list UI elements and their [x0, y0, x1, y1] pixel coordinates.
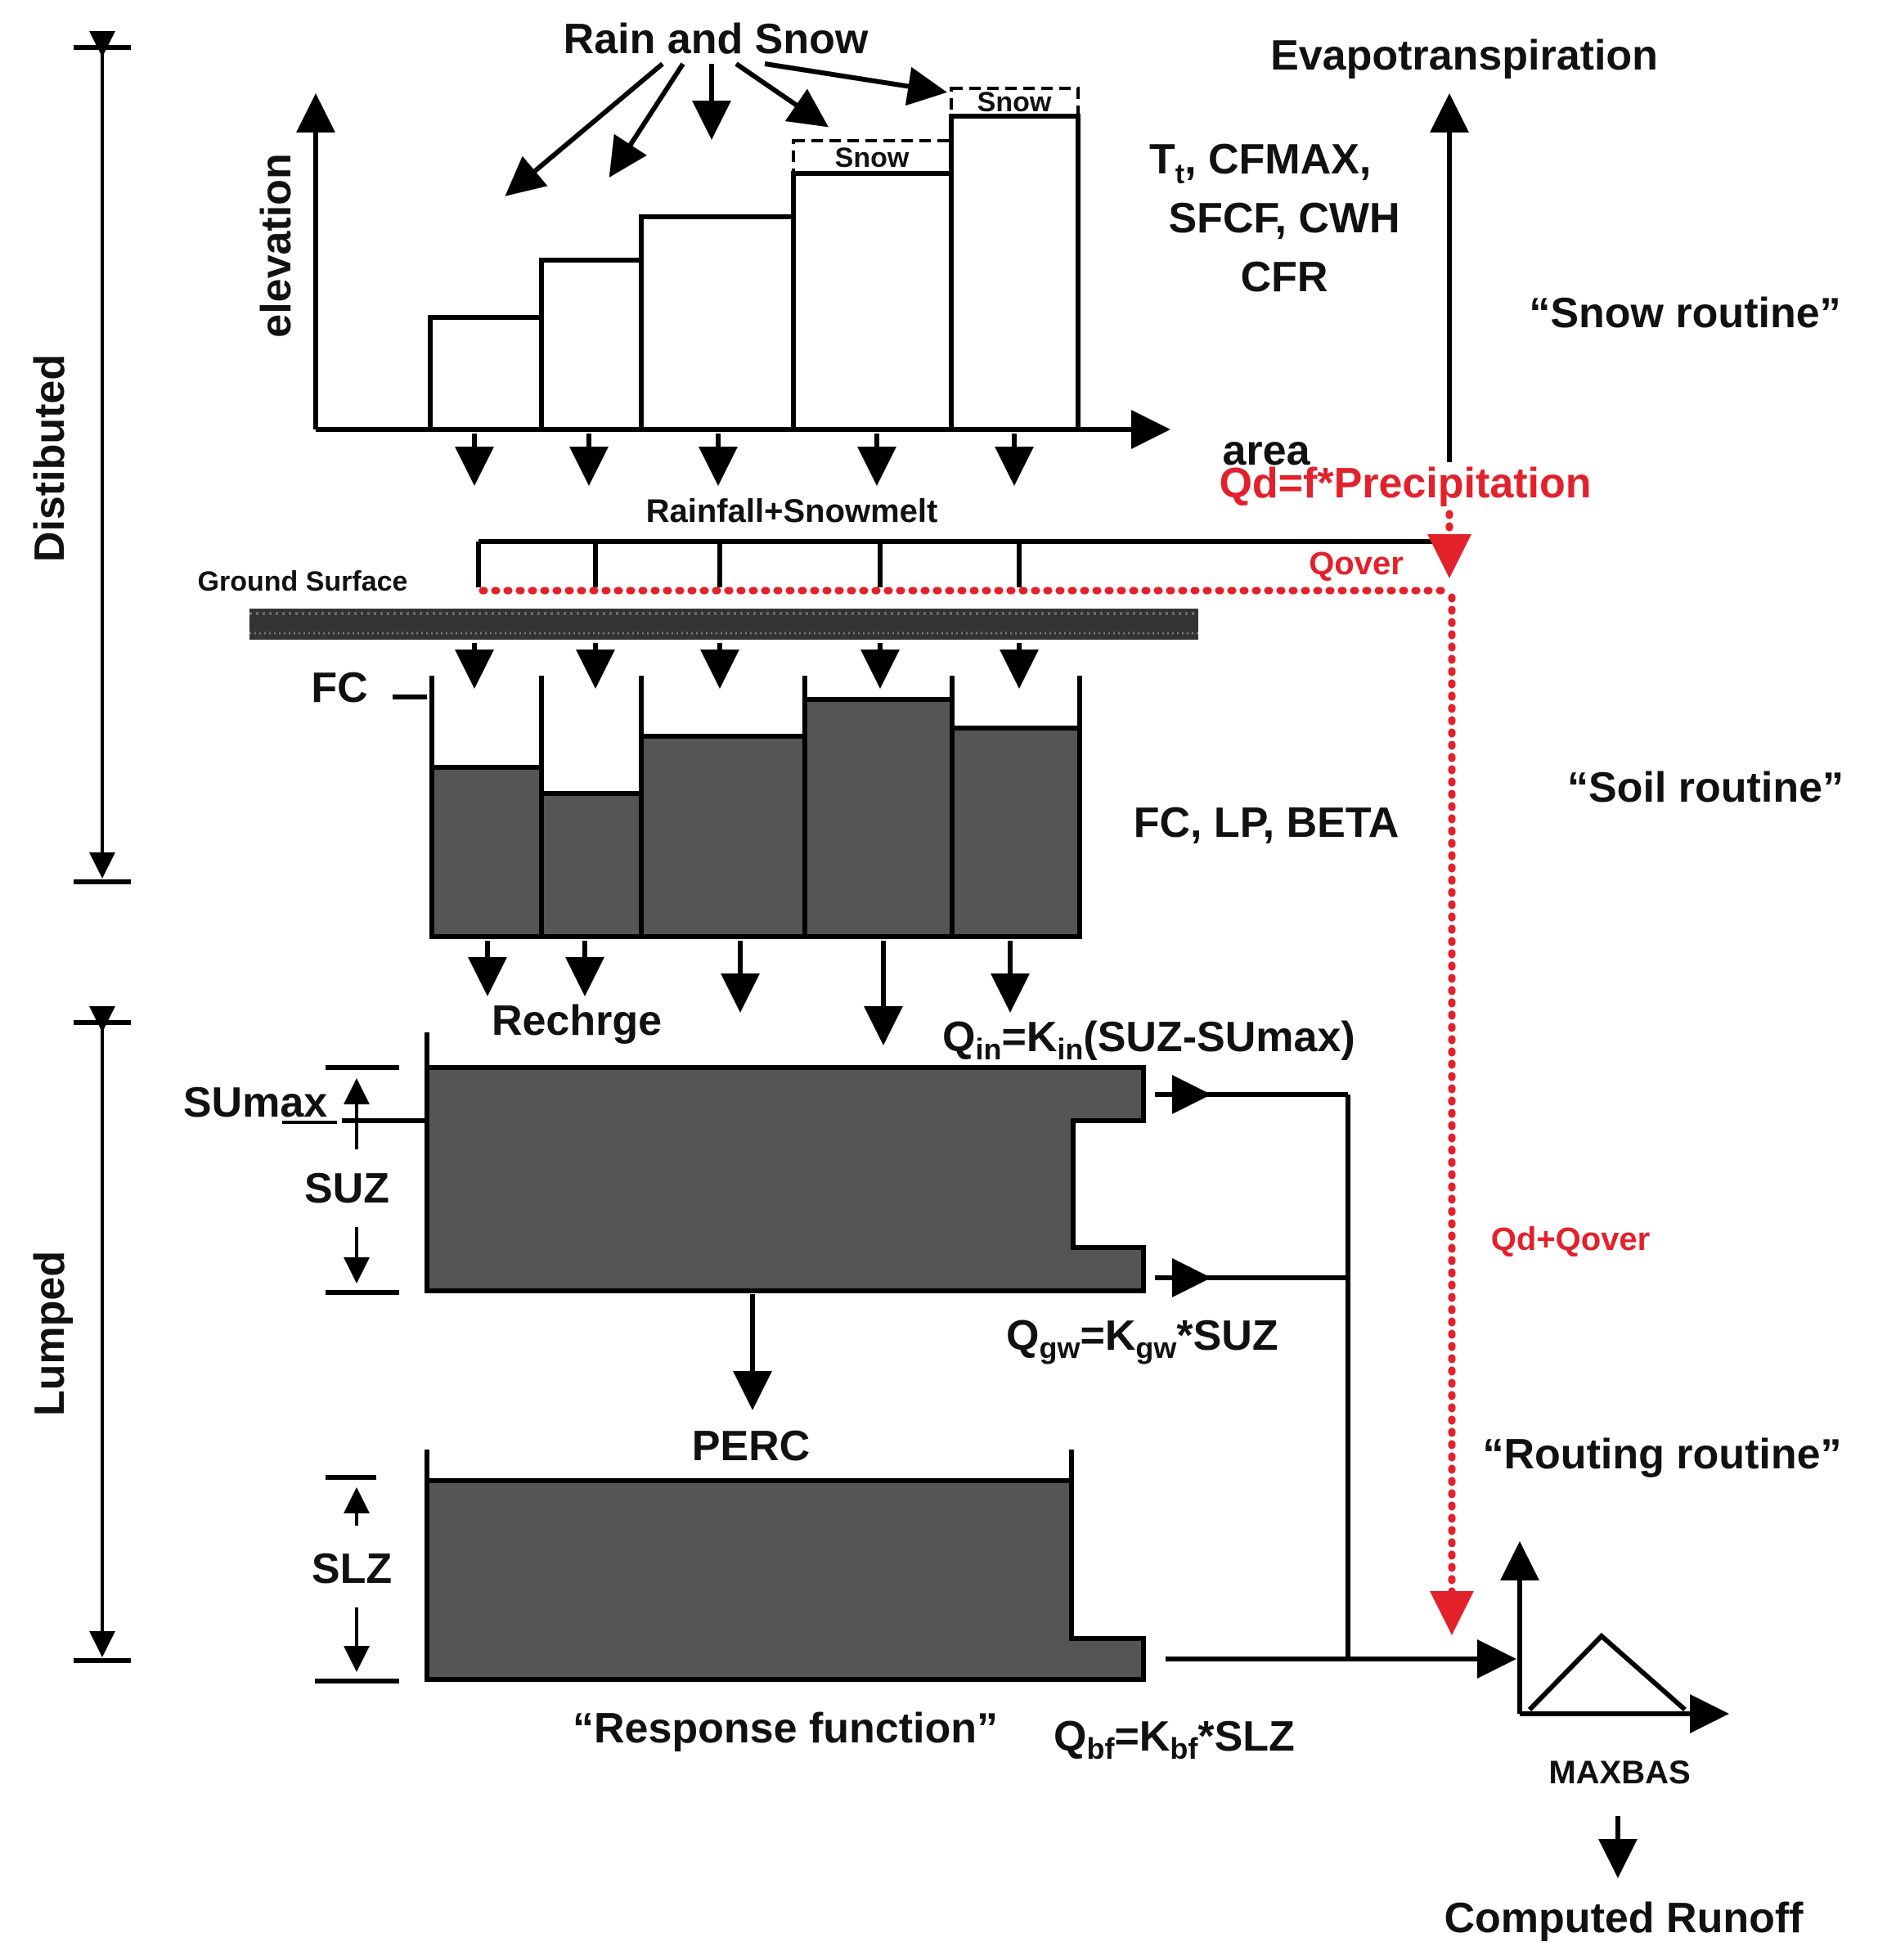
qover-label: Qover [1309, 546, 1404, 582]
distributed-label: Distibuted [26, 354, 74, 562]
rainfall-distribution-bar [476, 539, 1449, 587]
suz-label: SUZ [304, 1165, 389, 1212]
qbf-equation: Qbf=Kbf*SLZ [1054, 1713, 1295, 1765]
recharge-arrows [468, 941, 1030, 1045]
elevation-axis-label: elevation [253, 153, 300, 337]
qd-label: Qd=f*Precipitation [1219, 460, 1591, 507]
precipitation-arrows [505, 61, 947, 196]
slz-label: SLZ [312, 1545, 392, 1593]
ground-surface-label: Ground Surface [198, 566, 408, 597]
upper-zone-tank [425, 1065, 1146, 1293]
qgw-equation: Qgw=Kgw*SUZ [1006, 1312, 1278, 1364]
sumax-label: SUmax [183, 1079, 327, 1126]
computed-runoff-label: Computed Runoff [1444, 1895, 1804, 1942]
lumped-label: Lumped [26, 1251, 74, 1416]
recharge-label: Rechrge [492, 997, 662, 1045]
evapotranspiration-label: Evapotranspiration [1270, 32, 1658, 79]
snow-params-line3: CFR [1241, 254, 1328, 301]
snow-layer-label-1: Snow [835, 142, 910, 173]
distributed-bracket [74, 31, 131, 884]
routing-routine-label: “Routing routine” [1482, 1431, 1841, 1478]
qd-qover-label: Qd+Qover [1491, 1221, 1651, 1257]
lumped-bracket [74, 1006, 131, 1663]
elevation-bands [428, 114, 1081, 432]
area-axis-label: area [1223, 427, 1311, 474]
snow-routine-label: “Snow routine” [1529, 290, 1840, 337]
soil-params-label: FC, LP, BETA [1134, 799, 1400, 847]
infiltration-arrows [455, 643, 1039, 689]
maxbas-label: MAXBAS [1548, 1755, 1690, 1791]
lower-zone-tank [425, 1478, 1146, 1682]
soil-buckets [429, 676, 1082, 939]
rainfall-snowmelt-label: Rainfall+Snowmelt [646, 493, 938, 529]
fc-marker-label: FC [311, 664, 367, 712]
maxbas-plot [1500, 1541, 1729, 1733]
snow-layers [792, 87, 1080, 175]
snow-layer-label-2: Snow [977, 87, 1052, 118]
perc-label: PERC [692, 1423, 810, 1470]
snow-params-line1: Tt, CFMAX, [1149, 136, 1371, 190]
snow-params-line2: SFCF, CWH [1168, 195, 1400, 242]
elevation-area-axes [296, 93, 1170, 449]
rain-and-snow-label: Rain and Snow [564, 16, 869, 63]
response-function-label: “Response function” [573, 1705, 998, 1752]
soil-routine-label: “Soil routine” [1567, 764, 1844, 811]
qin-equation: Qin=Kin(SUZ-SUmax) [942, 1014, 1355, 1066]
melt-arrows [455, 434, 1034, 486]
